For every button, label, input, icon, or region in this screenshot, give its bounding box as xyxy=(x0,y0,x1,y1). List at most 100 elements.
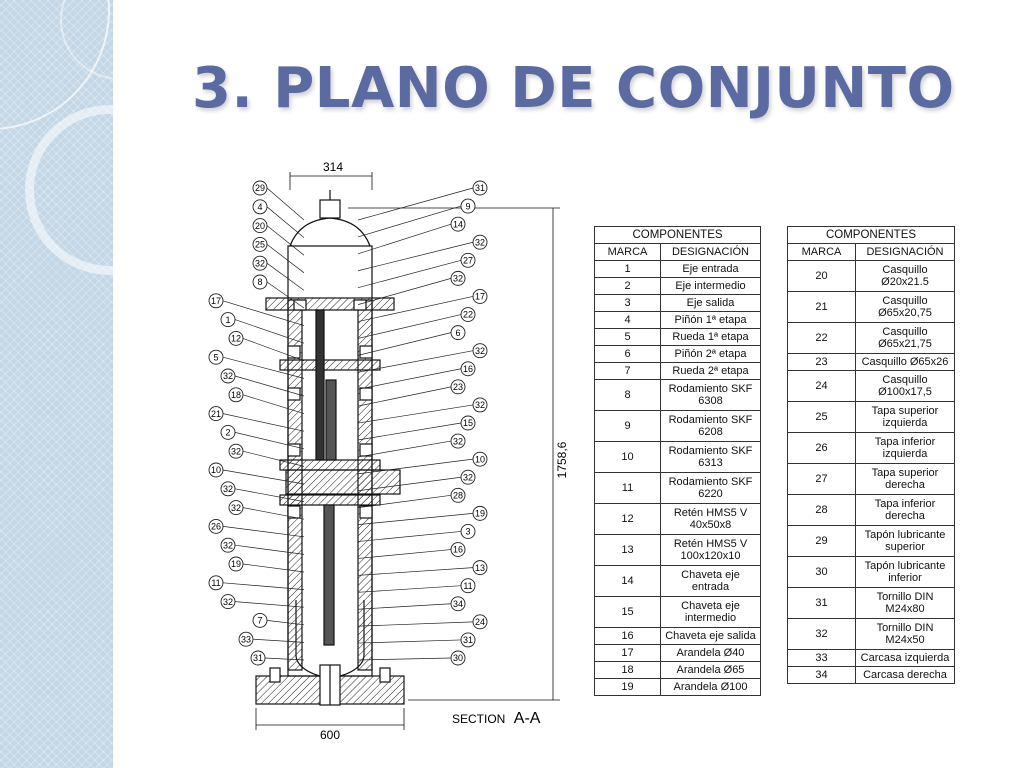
leader-line xyxy=(357,639,462,644)
part-balloon xyxy=(472,234,488,250)
section-label: SECTION A-A xyxy=(452,710,541,727)
slide-title: 3. PLANO DE CONJUNTO xyxy=(192,56,955,121)
leader-line xyxy=(234,488,305,502)
leader-line xyxy=(357,476,462,492)
leader-line xyxy=(357,368,462,390)
designacion-line: Tapón lubricante xyxy=(864,560,946,572)
dimension-bottom: 600 xyxy=(320,728,340,742)
part-balloon xyxy=(208,406,224,422)
designacion-line: Arandela Ø40 xyxy=(676,647,745,659)
part-balloon-label: 32 xyxy=(475,346,485,356)
cell-marca: 20 xyxy=(787,260,856,292)
leader-line xyxy=(357,531,462,542)
leader-line xyxy=(357,567,474,576)
part-balloon-label: 16 xyxy=(463,364,473,374)
column-header-marca: MARCA xyxy=(594,243,661,261)
leader-line xyxy=(357,386,452,407)
cell-marca: 27 xyxy=(787,463,856,495)
part-balloon-label: 31 xyxy=(463,635,473,645)
part-balloon xyxy=(208,462,224,478)
part-balloon xyxy=(220,424,236,440)
designacion-line: Arandela Ø100 xyxy=(673,681,748,693)
designacion-line: entrada xyxy=(691,581,730,593)
part-balloon xyxy=(450,325,466,341)
part-balloon xyxy=(252,218,268,234)
cell-designacion: Eje intermedio xyxy=(660,277,761,295)
cell-marca: 30 xyxy=(787,556,856,588)
part-balloon xyxy=(460,578,476,594)
leader-line xyxy=(357,223,452,255)
leader-line xyxy=(266,206,305,238)
cell-marca: 6 xyxy=(594,345,661,363)
decorative-side-band xyxy=(0,0,113,768)
leader-line xyxy=(357,549,452,559)
cell-marca: 10 xyxy=(594,441,661,473)
part-balloon-label: 31 xyxy=(253,653,263,663)
designacion-line: Tapa inferior xyxy=(874,498,936,510)
part-balloon-label: 21 xyxy=(211,409,221,419)
part-balloon-label: 32 xyxy=(463,472,473,482)
part-balloon xyxy=(252,255,268,271)
cell-marca: 32 xyxy=(787,618,856,650)
part-balloon-label: 12 xyxy=(231,334,241,344)
cell-marca: 3 xyxy=(594,294,661,312)
designacion-line: Rodamiento SKF xyxy=(668,476,753,488)
leader-line xyxy=(357,332,452,356)
designacion-line: Ø20x21.5 xyxy=(881,276,929,288)
part-balloon-label: 32 xyxy=(475,400,485,410)
designacion-line: Chaveta eje salida xyxy=(665,630,756,642)
part-balloon-label: 16 xyxy=(453,545,463,555)
part-balloon xyxy=(450,650,466,666)
part-balloon xyxy=(450,542,466,557)
part-balloon xyxy=(472,397,488,413)
cell-designacion: Casquillo Ø65x26 xyxy=(855,353,955,371)
designacion-line: Tornillo DIN xyxy=(876,622,934,634)
part-balloon-label: 28 xyxy=(453,491,463,501)
designacion-line: Piñón 1ª etapa xyxy=(674,314,747,326)
part-balloon xyxy=(472,451,488,467)
designacion-line: Rodamiento SKF xyxy=(668,414,753,426)
part-balloon-label: 5 xyxy=(213,352,218,362)
part-balloon xyxy=(252,199,268,215)
part-balloon-label: 19 xyxy=(475,509,485,519)
leader-line xyxy=(357,422,462,441)
cell-marca: 15 xyxy=(594,596,661,628)
part-balloon xyxy=(460,415,476,431)
part-balloon-label: 7 xyxy=(257,616,262,626)
designacion-line: Tapa inferior xyxy=(874,436,936,448)
cell-marca: 5 xyxy=(594,328,661,346)
part-balloon-label: 34 xyxy=(453,599,463,609)
designacion-line: Tapón lubricante xyxy=(864,529,946,541)
designacion-line: Ø65x21,75 xyxy=(878,338,932,350)
part-balloon-label: 23 xyxy=(453,382,463,392)
designacion-line: izquierda xyxy=(882,417,928,429)
part-balloon-label: 17 xyxy=(211,296,221,306)
cell-marca: 8 xyxy=(594,379,661,411)
assembly-drawing: 2942025328171125321821232103232263219113… xyxy=(208,160,569,742)
designacion-line: Casquillo xyxy=(882,326,928,338)
part-balloon-label: 26 xyxy=(211,522,221,532)
column-header-designacion: DESIGNACIÓN xyxy=(855,243,955,261)
cell-marca: 23 xyxy=(787,353,856,371)
leader-line xyxy=(234,601,305,608)
part-balloon xyxy=(460,469,476,485)
designacion-line: derecha xyxy=(885,510,925,522)
part-balloon xyxy=(228,387,244,403)
